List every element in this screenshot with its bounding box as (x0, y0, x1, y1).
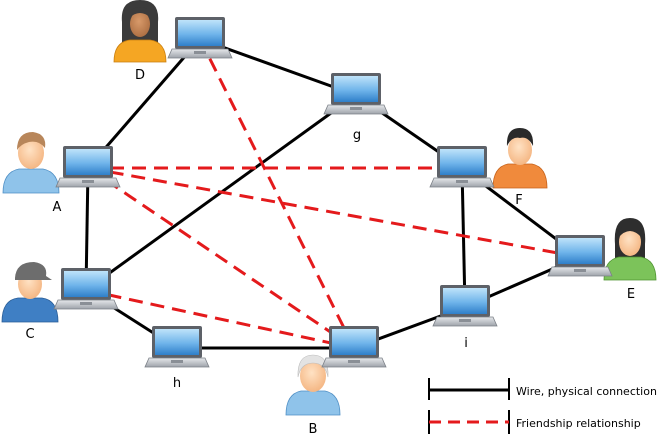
node-label-i: i (464, 336, 468, 351)
avatar-f (492, 128, 548, 189)
laptop-icon-g (323, 73, 389, 115)
legend: Wire, physical connection Friendship rel… (428, 378, 657, 434)
laptop-icon-b (321, 326, 387, 368)
node-label-b: B (309, 422, 318, 437)
friendship-a-b (87, 166, 355, 350)
node-label-c: C (25, 327, 34, 342)
node-label-h: h (173, 376, 181, 391)
node-label-a: A (53, 200, 62, 215)
wire-i-f (460, 167, 467, 308)
avatar-e (603, 218, 657, 281)
friendship-a-e (87, 166, 581, 259)
laptop-icon-i (432, 285, 498, 327)
laptop-icon-f (429, 146, 495, 188)
legend-wire-label: Wire, physical connection (516, 385, 657, 398)
laptop-icon-h (144, 326, 210, 368)
friendship-d-b (198, 38, 356, 349)
laptop-icon-e (547, 235, 613, 277)
avatar-c (1, 262, 59, 323)
friendship-c-b (85, 288, 355, 350)
legend-friendship-swatch (428, 410, 510, 434)
legend-friendship-label: Friendship relationship (516, 417, 641, 430)
node-label-e: E (627, 287, 635, 302)
avatar-b (285, 354, 341, 416)
wire-d-g (199, 37, 357, 97)
legend-wire-swatch (428, 378, 510, 400)
friendship-connections (85, 38, 581, 350)
node-label-g: g (353, 128, 361, 143)
laptop-icon-a (55, 146, 121, 188)
node-label-f: F (515, 193, 522, 208)
laptop-layer (53, 17, 613, 368)
avatar-d (113, 0, 167, 63)
laptop-icon-c (53, 268, 119, 310)
node-label-d: D (135, 68, 145, 83)
laptop-icon-d (167, 17, 233, 59)
avatar-a (2, 132, 60, 194)
